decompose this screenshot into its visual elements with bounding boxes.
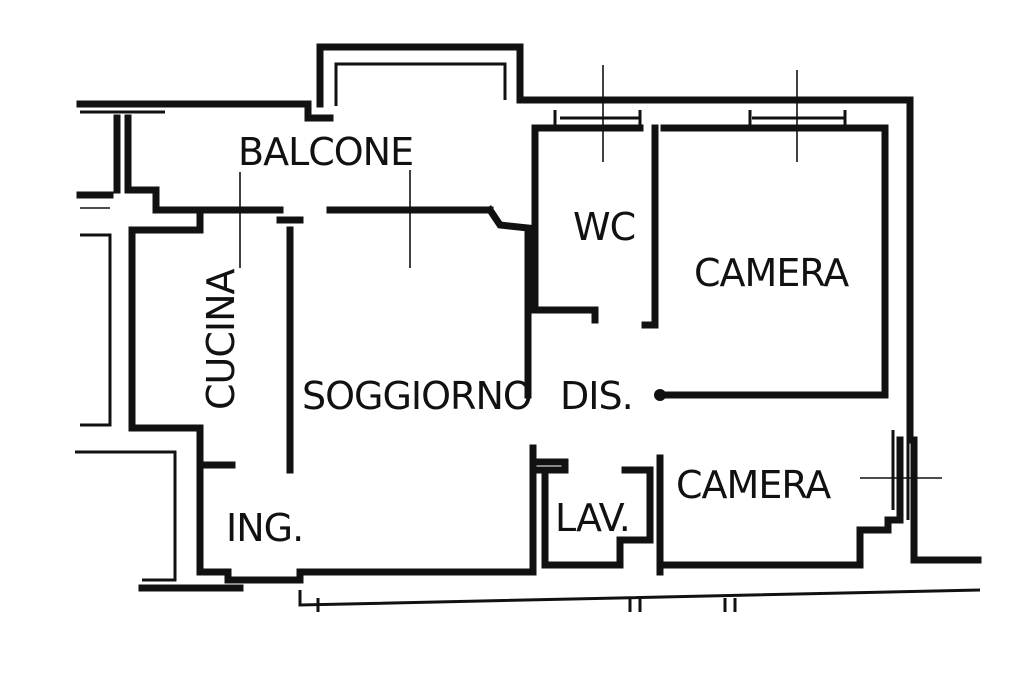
label-wc: WC: [573, 205, 635, 249]
room-labels: BALCONE WC CAMERA CUCINA SOGGIORNO DIS. …: [199, 130, 850, 550]
label-lav: LAV.: [555, 496, 630, 540]
balcony-walls: [76, 43, 524, 214]
label-camera-bottom: CAMERA: [676, 463, 831, 507]
label-camera-top: CAMERA: [694, 251, 849, 295]
outer-walls: [516, 96, 982, 569]
label-dis: DIS.: [560, 374, 633, 418]
left-walls: [75, 191, 981, 612]
label-soggiorno: SOGGIORNO: [302, 374, 532, 418]
interior-walls: [196, 124, 889, 576]
label-balcone: BALCONE: [238, 130, 413, 174]
label-ing: ING.: [226, 506, 303, 550]
window-marks: [80, 65, 942, 479]
label-cucina: CUCINA: [199, 268, 243, 410]
